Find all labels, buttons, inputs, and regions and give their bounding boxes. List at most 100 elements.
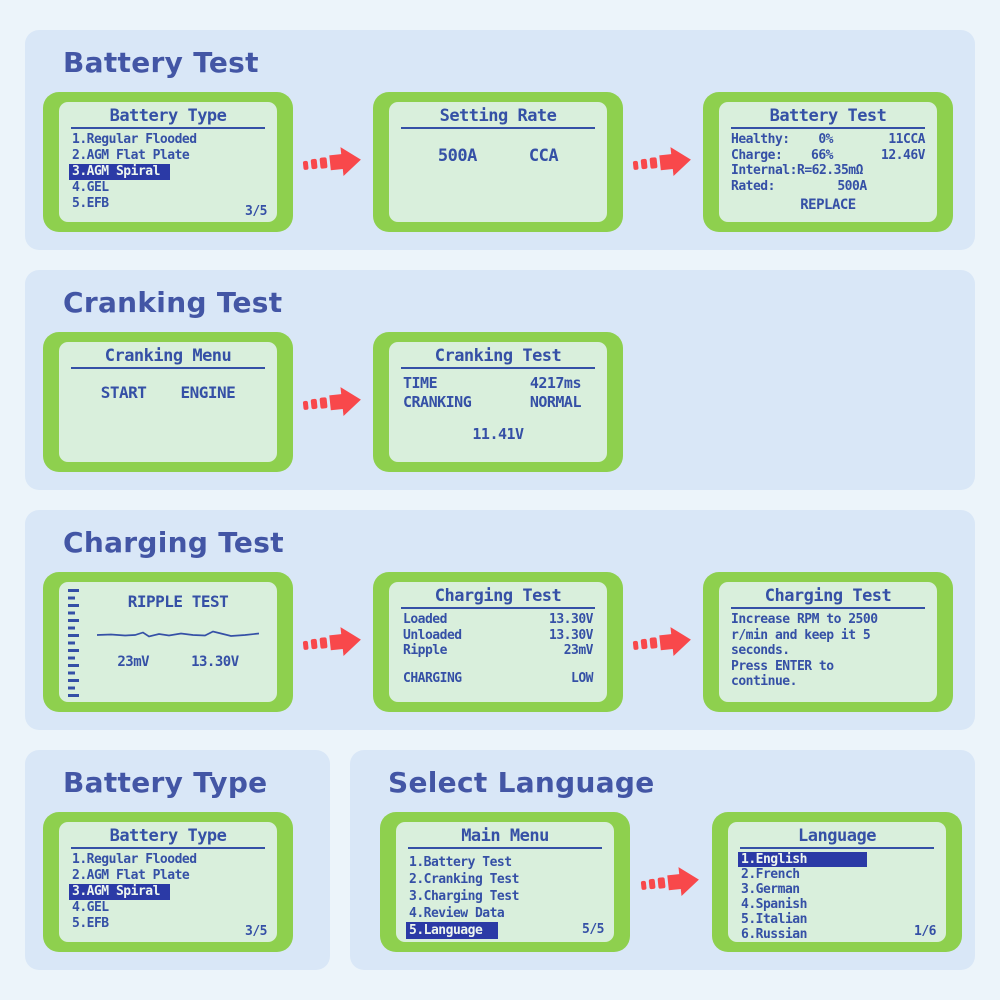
menu-item: 4.GEL [72, 900, 109, 915]
row-cca: 11CCA [888, 132, 925, 147]
screen-battery-type-2: Battery Type 1.Regular Flooded 2.AGM Fla… [43, 812, 293, 952]
menu-item: 4.Spanish [741, 897, 807, 912]
battery-type-menu: 1.Regular Flooded 2.AGM Flat Plate 3.AGM… [69, 132, 267, 212]
screen-battery-type: Battery Type 1.Regular Flooded 2.AGM Fla… [43, 92, 293, 232]
result-row-charge: Charge: 66% 12.46V [729, 148, 927, 164]
cranking-time-row: TIME 4217ms [399, 372, 597, 393]
flow-arrow-icon [293, 92, 373, 232]
section-heading-cranking-test: Cranking Test [63, 286, 283, 319]
option-engine: ENGINE [180, 383, 236, 402]
menu-item: 2.AGM Flat Plate [72, 148, 190, 163]
lcd-title: Cranking Menu [104, 346, 232, 366]
ripple-mv: 23mV [117, 654, 150, 670]
status-label: CHARGING [403, 670, 462, 686]
bottom-sections: Battery Type Battery Type 1.Regular Floo… [25, 750, 975, 970]
cranking-test-flow: Cranking Menu START ENGINE Cranking Test… [25, 332, 975, 472]
title-underline [731, 607, 925, 609]
cranking-status-row: CRANKING NORMAL [399, 393, 597, 412]
flow-arrow-icon [623, 572, 703, 712]
menu-item: 1.Battery Test [409, 855, 512, 870]
info-line: Press ENTER to [731, 658, 834, 674]
ripple-values: 23mV 13.30V [89, 654, 267, 670]
flow-arrow-icon [630, 812, 712, 952]
page-indicator: 1/6 [914, 924, 936, 939]
row-label: Loaded [403, 612, 447, 627]
section-heading-charging-test: Charging Test [63, 526, 284, 559]
page-indicator: 5/5 [582, 922, 604, 937]
title-underline [71, 847, 265, 849]
lcd-language: Language 1.English 2.French 3.German 4.S… [728, 822, 946, 942]
rate-unit: CCA [528, 146, 559, 166]
select-language-flow: Main Menu 1.Battery Test 2.Cranking Test… [350, 812, 975, 952]
result-row-internal: Internal: R=62.35mΩ [729, 163, 927, 179]
lcd-main-menu: Main Menu 1.Battery Test 2.Cranking Test… [396, 822, 614, 942]
menu-item-selected: 3.AGM Spiral [69, 164, 170, 180]
row-rated-value: 500A [837, 178, 867, 194]
screen-ripple-test: RIPPLE TEST 23mV 13.30V [43, 572, 293, 712]
info-line: Increase RPM to 2500 [731, 612, 878, 627]
row-percent: 66% [811, 147, 833, 163]
lcd-title: Setting Rate [439, 106, 557, 126]
page-indicator: 3/5 [245, 204, 267, 219]
charging-status-row: CHARGING LOW [399, 671, 597, 687]
lcd-setting-rate: Setting Rate 500A CCA [389, 102, 607, 222]
lcd-title: Battery Test [769, 106, 887, 126]
row-value: 13.30V [549, 627, 593, 643]
lcd-title: Battery Type [109, 826, 227, 846]
menu-item: 3.German [741, 882, 800, 897]
row-label: Charge: [731, 147, 783, 163]
section-heading-battery-type: Battery Type [63, 766, 268, 799]
screen-cranking-result: Cranking Test TIME 4217ms CRANKING NORMA… [373, 332, 623, 472]
battery-test-flow: Battery Type 1.Regular Flooded 2.AGM Fla… [25, 92, 975, 232]
loaded-row: Loaded 13.30V [399, 612, 597, 628]
title-underline [401, 607, 595, 609]
ripple-volts: 13.30V [191, 654, 239, 670]
section-heading-select-language: Select Language [388, 766, 655, 799]
title-underline [71, 367, 265, 369]
row-value: NORMAL [529, 393, 582, 411]
result-row-rated: Rated: 500A [729, 179, 927, 195]
lcd-title: Language [798, 826, 876, 846]
lcd-title: Battery Type [109, 106, 227, 126]
section-battery-type: Battery Type Battery Type 1.Regular Floo… [25, 750, 330, 970]
menu-item: 4.Review Data [409, 906, 505, 921]
lcd-battery-type: Battery Type 1.Regular Flooded 2.AGM Fla… [59, 102, 277, 222]
title-underline [401, 127, 595, 129]
lcd-title: Charging Test [764, 586, 892, 606]
screen-battery-test-result: Battery Test Healthy: 0% 11CCA Charge: 6… [703, 92, 953, 232]
row-label: Unloaded [403, 627, 462, 643]
battery-type-flow: Battery Type 1.Regular Flooded 2.AGM Fla… [25, 812, 330, 952]
menu-item: 4.GEL [72, 180, 109, 195]
info-line: seconds. [731, 643, 790, 658]
row-label: CRANKING [403, 393, 472, 411]
screen-charging-info: Charging Test Increase RPM to 2500 r/min… [703, 572, 953, 712]
result-row-healthy: Healthy: 0% 11CCA [729, 132, 927, 148]
lcd-title: Main Menu [461, 826, 549, 846]
row-volts: 12.46V [881, 147, 925, 163]
row-value: 13.30V [549, 612, 593, 627]
row-value: 23mV [563, 643, 594, 658]
lcd-battery-type-2: Battery Type 1.Regular Flooded 2.AGM Fla… [59, 822, 277, 942]
section-battery-test: Battery Test Battery Type 1.Regular Floo… [25, 30, 975, 250]
row-label: Internal: [731, 163, 797, 178]
row-label: TIME [403, 374, 438, 392]
row-percent: 0% [818, 132, 833, 147]
row-resistance: R=62.35mΩ [797, 163, 863, 178]
screen-cranking-menu: Cranking Menu START ENGINE [43, 332, 293, 472]
menu-item: 2.French [741, 867, 800, 882]
status-value: LOW [571, 670, 593, 686]
flow-arrow-icon [293, 332, 373, 472]
option-start: START [100, 383, 147, 402]
menu-item: 6.Russian [741, 927, 807, 942]
cranking-voltage: 11.41V [472, 425, 524, 443]
row-label: Healthy: [731, 132, 790, 147]
title-underline [408, 847, 602, 849]
charging-test-flow: RIPPLE TEST 23mV 13.30V Charging Test Lo… [25, 572, 975, 712]
setting-rate-values: 500A CCA [399, 146, 597, 166]
screen-setting-rate: Setting Rate 500A CCA [373, 92, 623, 232]
section-cranking-test: Cranking Test Cranking Menu START ENGINE… [25, 270, 975, 490]
screen-main-menu: Main Menu 1.Battery Test 2.Cranking Test… [380, 812, 630, 952]
lcd-ripple-test: RIPPLE TEST 23mV 13.30V [59, 582, 277, 702]
lcd-cranking-menu: Cranking Menu START ENGINE [59, 342, 277, 462]
lcd-title: Cranking Test [434, 346, 562, 366]
